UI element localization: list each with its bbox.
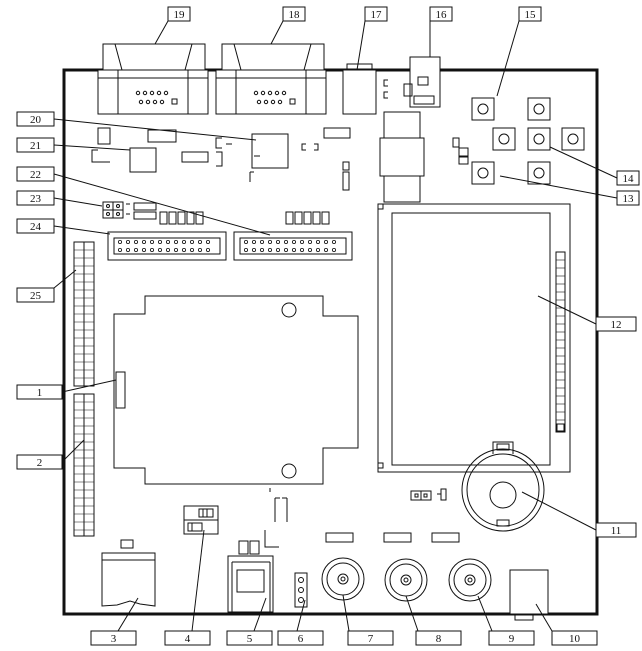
push-buttons — [471, 97, 585, 185]
callout-22-label: 22 — [30, 169, 41, 181]
pin-header-upper — [73, 241, 95, 387]
callout-11: 11 — [595, 522, 637, 538]
network-connector — [227, 555, 274, 613]
bnc-connectors — [321, 557, 492, 602]
callout-5-label: 5 — [247, 633, 253, 645]
callout-18: 18 — [282, 6, 306, 22]
crystal-oscillator — [379, 111, 425, 203]
callout-17: 17 — [364, 6, 388, 22]
callout-21: 21 — [16, 137, 55, 153]
idc-header-left — [107, 231, 227, 261]
callout-11-label: 11 — [611, 525, 622, 537]
audio-jack — [509, 569, 549, 621]
callout-24: 24 — [16, 218, 55, 234]
idc-header-right — [233, 231, 353, 261]
power-jack — [403, 56, 441, 108]
core-module — [113, 295, 359, 485]
callout-7-label: 7 — [368, 633, 374, 645]
small-components-top — [91, 127, 351, 191]
callout-7: 7 — [347, 630, 394, 646]
callout-15: 15 — [518, 6, 542, 22]
small-cap-usb — [383, 79, 388, 99]
callout-1-label: 1 — [37, 387, 43, 399]
card-slot — [101, 552, 156, 607]
callout-3: 3 — [90, 630, 137, 646]
board-outline — [62, 68, 599, 616]
db9-connector-right — [215, 43, 327, 115]
callout-8: 8 — [415, 630, 462, 646]
callout-4-label: 4 — [185, 633, 191, 645]
callout-15-label: 15 — [525, 9, 537, 21]
led-row — [325, 532, 460, 543]
leader-lines — [53, 20, 618, 632]
callout-25-label: 25 — [30, 290, 42, 302]
callout-4: 4 — [164, 630, 211, 646]
battery-holder — [461, 441, 545, 532]
dip-switch — [183, 505, 219, 535]
callout-21-label: 21 — [30, 140, 41, 152]
callout-24-label: 24 — [30, 221, 42, 233]
callout-23-label: 23 — [30, 193, 42, 205]
resistor-pack-right — [285, 211, 330, 225]
callout-9-label: 9 — [509, 633, 515, 645]
callout-14-label: 14 — [623, 173, 635, 185]
callout-23: 23 — [16, 190, 55, 206]
callout-22: 22 — [16, 166, 55, 182]
resistor-pack-left — [159, 211, 204, 225]
db9-connector-left — [97, 43, 209, 115]
callout-6-label: 6 — [298, 633, 304, 645]
callout-12: 12 — [595, 316, 637, 332]
lcd-module — [377, 203, 571, 473]
callout-12-label: 12 — [611, 319, 622, 331]
callout-13-label: 13 — [623, 193, 635, 205]
callout-10-label: 10 — [569, 633, 581, 645]
callout-16-label: 16 — [436, 9, 448, 21]
callout-5: 5 — [226, 630, 273, 646]
three-pin-header — [294, 572, 308, 608]
small-components-bottom — [120, 488, 288, 555]
callout-25: 25 — [16, 287, 55, 303]
callout-8-label: 8 — [436, 633, 442, 645]
callout-18-label: 18 — [289, 9, 301, 21]
callout-6: 6 — [277, 630, 324, 646]
jumper-near-buttons — [452, 137, 469, 165]
callout-1: 1 — [16, 384, 63, 400]
callout-10: 10 — [551, 630, 598, 646]
callout-14: 14 — [616, 170, 640, 186]
callout-20-label: 20 — [30, 114, 42, 126]
callout-3-label: 3 — [111, 633, 117, 645]
pin-header-lower — [73, 393, 95, 537]
callout-9: 9 — [488, 630, 535, 646]
callout-17-label: 17 — [371, 9, 383, 21]
callout-19: 19 — [167, 6, 191, 22]
small-jumper-bottom-right — [410, 488, 447, 501]
callout-2-label: 2 — [37, 457, 43, 469]
callout-20: 20 — [16, 111, 55, 127]
callout-2: 2 — [16, 454, 63, 470]
callout-19-label: 19 — [174, 9, 186, 21]
jumper-block — [102, 201, 157, 220]
callout-13: 13 — [616, 190, 640, 206]
usb-connector — [342, 63, 377, 115]
callout-16: 16 — [429, 6, 453, 22]
